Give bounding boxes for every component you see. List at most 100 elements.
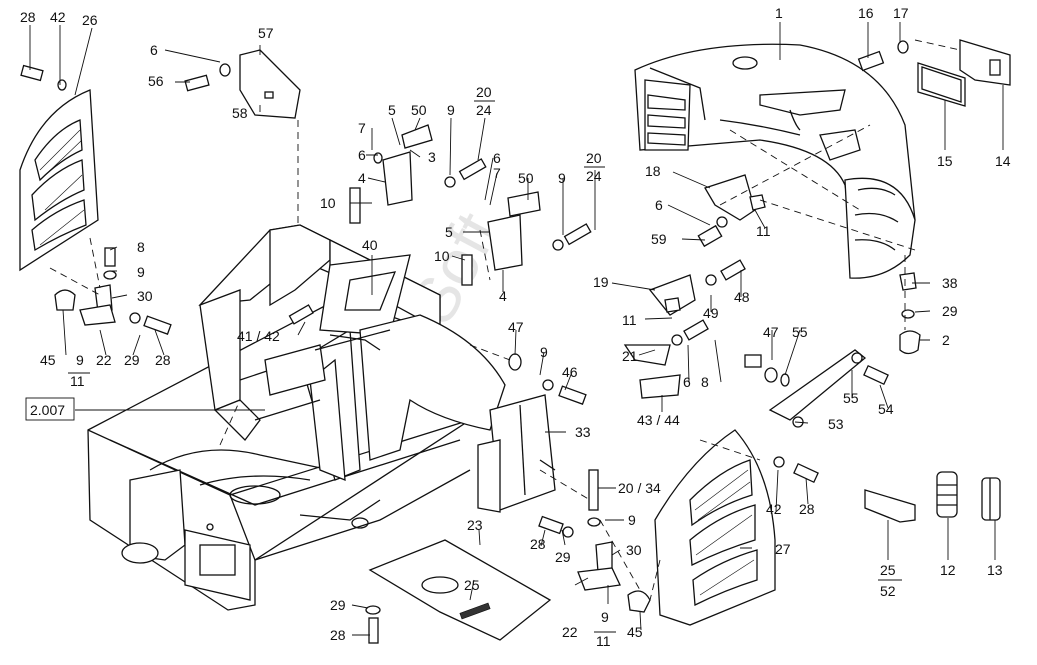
label-20: 20	[586, 150, 602, 166]
leader-lines	[29, 22, 1004, 636]
label-4: 4	[358, 170, 366, 186]
part-26-side-panel	[19, 89, 99, 272]
label-47: 47	[763, 324, 779, 340]
label-5: 5	[445, 224, 453, 240]
label-20: 20	[476, 84, 492, 100]
label-11: 11	[596, 633, 611, 649]
label-9: 9	[447, 102, 455, 118]
label-40: 40	[362, 237, 378, 253]
label-28: 28	[530, 536, 546, 552]
part-27-side-panel	[654, 429, 776, 626]
label-6: 6	[683, 374, 691, 390]
label-46: 46	[562, 364, 578, 380]
label-14: 14	[995, 153, 1011, 169]
label-47: 47	[508, 319, 524, 335]
label-2-007: 2.007	[30, 402, 65, 418]
label-59: 59	[651, 231, 667, 247]
label-16: 16	[858, 5, 874, 21]
label-22: 22	[96, 352, 112, 368]
label-38: 38	[942, 275, 958, 291]
label-5: 5	[388, 102, 396, 118]
part-23-floor-plate	[368, 539, 552, 641]
label-25: 25	[464, 577, 480, 593]
label-11: 11	[622, 312, 637, 328]
label-52: 52	[880, 583, 896, 599]
label-58: 58	[232, 105, 248, 121]
assembly-lines	[49, 39, 961, 601]
label-7: 7	[358, 120, 366, 136]
label-21: 21	[622, 348, 638, 364]
label-53: 53	[828, 416, 844, 432]
label-6: 6	[358, 147, 366, 163]
part-33-bracket	[477, 394, 556, 513]
label-55: 55	[843, 390, 859, 406]
label-2: 2	[942, 332, 950, 348]
label-12: 12	[940, 562, 956, 578]
fasteners	[20, 40, 921, 644]
label-9: 9	[76, 352, 84, 368]
label-8: 8	[137, 239, 145, 255]
label-45: 45	[627, 624, 643, 640]
label-29: 29	[124, 352, 140, 368]
label-28: 28	[20, 9, 36, 25]
label-13: 13	[987, 562, 1003, 578]
part-14-lamp	[917, 39, 1011, 107]
label-42: 42	[50, 9, 66, 25]
label-1: 1	[775, 5, 783, 21]
label-43-44: 43 / 44	[637, 412, 680, 428]
label-33: 33	[575, 424, 591, 440]
label-19: 19	[593, 274, 609, 290]
label-6: 6	[493, 150, 501, 166]
label-30: 30	[137, 288, 153, 304]
label-28: 28	[799, 501, 815, 517]
label-41-42: 41 / 42	[237, 328, 280, 344]
label-9: 9	[628, 512, 636, 528]
label-7: 7	[493, 165, 501, 181]
part-1-hood	[634, 43, 916, 279]
label-22: 22	[562, 624, 578, 640]
cab-frame	[198, 224, 506, 481]
label-29: 29	[330, 597, 346, 613]
label-29: 29	[942, 303, 958, 319]
label-6: 6	[655, 197, 663, 213]
label-48: 48	[734, 289, 750, 305]
label-29: 29	[555, 549, 571, 565]
label-26: 26	[82, 12, 98, 28]
label-24: 24	[586, 168, 602, 184]
label-54: 54	[878, 401, 894, 417]
label-11: 11	[70, 373, 85, 389]
label-18: 18	[645, 163, 661, 179]
label-24: 24	[476, 102, 492, 118]
label-49: 49	[703, 305, 719, 321]
label-8: 8	[701, 374, 709, 390]
label-9: 9	[558, 170, 566, 186]
label-20-34: 20 / 34	[618, 480, 661, 496]
label-50: 50	[518, 170, 534, 186]
label-9: 9	[137, 264, 145, 280]
label-55: 55	[792, 324, 808, 340]
label-9: 9	[540, 344, 548, 360]
label-17: 17	[893, 5, 909, 21]
small-parts	[79, 124, 1001, 591]
label-28: 28	[330, 627, 346, 643]
reference-box	[25, 397, 75, 421]
label-25: 25	[880, 562, 896, 578]
label-23: 23	[467, 517, 483, 533]
label-50: 50	[411, 102, 427, 118]
label-15: 15	[937, 153, 953, 169]
label-57: 57	[258, 25, 274, 41]
label-6: 6	[150, 42, 158, 58]
part-labels: 28 42 26 6 57 56 58 1 16 17 15 14 5 50 9…	[20, 5, 1011, 649]
label-4: 4	[499, 288, 507, 304]
label-30: 30	[626, 542, 642, 558]
label-45: 45	[40, 352, 56, 368]
label-9: 9	[601, 609, 609, 625]
label-10: 10	[320, 195, 336, 211]
label-56: 56	[148, 73, 164, 89]
label-27: 27	[775, 541, 791, 557]
label-42: 42	[766, 501, 782, 517]
label-28: 28	[155, 352, 171, 368]
label-10: 10	[434, 248, 450, 264]
label-11: 11	[756, 223, 771, 239]
